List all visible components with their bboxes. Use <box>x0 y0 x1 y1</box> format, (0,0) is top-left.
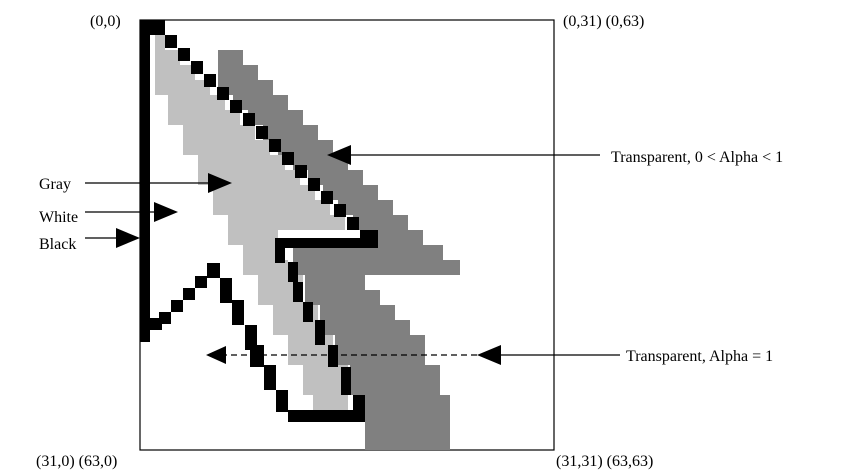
corner-label-top-right: (0,31) (0,63) <box>563 13 644 30</box>
corner-label-top-left: (0,0) <box>90 13 121 30</box>
label-transparent-partial: Transparent, 0 < Alpha < 1 <box>611 149 783 166</box>
label-white: White <box>39 209 78 226</box>
corner-label-bottom-right: (31,31) (63,63) <box>556 453 653 470</box>
label-transparent-full: Transparent, Alpha = 1 <box>626 348 773 365</box>
label-black: Black <box>39 236 76 253</box>
label-gray: Gray <box>39 176 71 193</box>
corner-label-bottom-left: (31,0) (63,0) <box>36 453 117 470</box>
arrow-gray <box>85 173 232 193</box>
arrow-transparent-partial <box>327 145 600 165</box>
arrow-black <box>85 228 140 248</box>
arrow-white <box>85 202 178 222</box>
white-region <box>150 95 303 410</box>
gray-region <box>155 35 348 410</box>
arrow-transparent-full <box>206 345 620 365</box>
black-outline <box>140 20 378 422</box>
shadow-region <box>218 50 460 450</box>
